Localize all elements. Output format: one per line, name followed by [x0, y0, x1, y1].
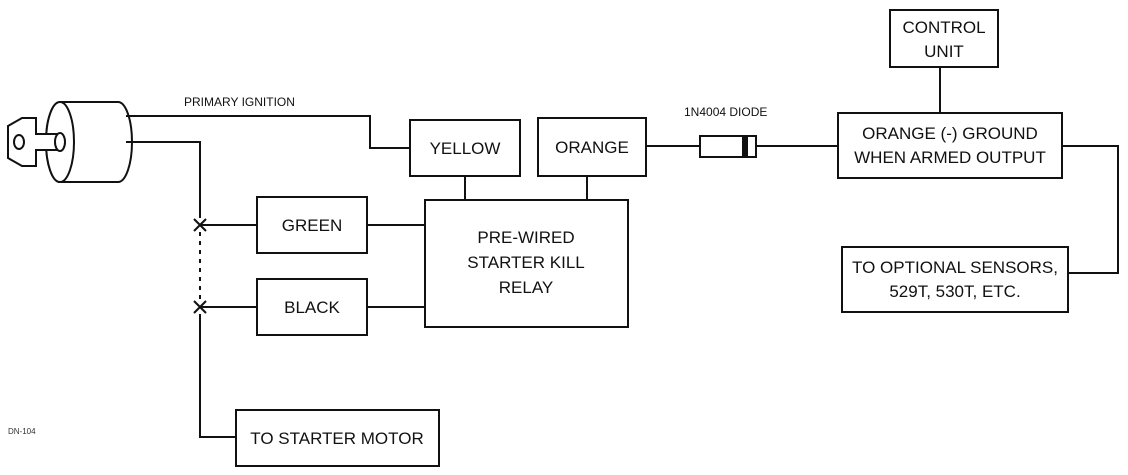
- sensor-wire: [1062, 145, 1119, 274]
- box-yellow-label: YELLOW: [430, 139, 501, 158]
- starter-wire: [126, 141, 201, 218]
- primary-ignition-wire: [126, 115, 410, 149]
- relay-line-1: PRE-WIRED: [477, 228, 574, 247]
- ignition-switch-icon: [7, 101, 133, 183]
- wires: [126, 67, 1119, 438]
- box-optional-sensors: TO OPTIONAL SENSORS, 529T, 530T, ETC.: [841, 246, 1069, 313]
- figure-code-label: DN-104: [8, 427, 36, 436]
- starter-motor-wire: [199, 314, 236, 438]
- box-black-label: BLACK: [284, 298, 340, 317]
- box-relay: PRE-WIRED STARTER KILL RELAY: [424, 199, 629, 328]
- diode-icon: [699, 135, 757, 158]
- control-unit-line-2: UNIT: [924, 42, 964, 61]
- relay-line-3: RELAY: [499, 278, 554, 297]
- box-control-unit: CONTROL UNIT: [889, 9, 999, 68]
- optional-sensors-line-1: TO OPTIONAL SENSORS,: [852, 258, 1058, 277]
- relay-line-2: STARTER KILL: [467, 253, 584, 272]
- box-yellow: YELLOW: [409, 119, 521, 177]
- box-orange: ORANGE: [537, 117, 647, 177]
- ground-output-line-2: WHEN ARMED OUTPUT: [854, 148, 1046, 167]
- box-green-label: GREEN: [282, 216, 342, 235]
- box-green: GREEN: [256, 196, 368, 254]
- control-unit-line-1: CONTROL: [902, 18, 985, 37]
- starter-motor-label: TO STARTER MOTOR: [250, 429, 423, 448]
- box-ground-output: ORANGE (-) GROUND WHEN ARMED OUTPUT: [837, 112, 1063, 179]
- box-starter-motor: TO STARTER MOTOR: [235, 409, 440, 467]
- diode-label: 1N4004 DIODE: [684, 105, 767, 119]
- ground-output-line-1: ORANGE (-) GROUND: [862, 124, 1038, 143]
- box-black: BLACK: [256, 278, 368, 336]
- optional-sensors-line-2: 529T, 530T, ETC.: [889, 282, 1020, 301]
- box-orange-label: ORANGE: [555, 138, 629, 157]
- primary-ignition-label: PRIMARY IGNITION: [184, 95, 295, 109]
